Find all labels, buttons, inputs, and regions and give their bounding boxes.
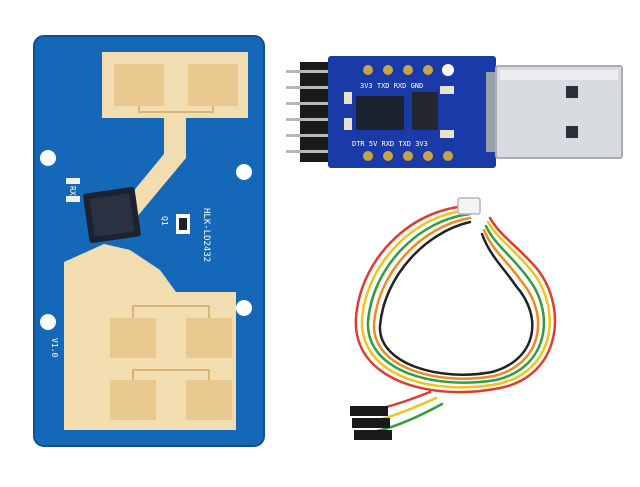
dupont-cable bbox=[350, 197, 557, 440]
dupont-connector bbox=[350, 406, 388, 416]
usb-uart-chip bbox=[356, 96, 404, 130]
dupont-connector bbox=[354, 430, 392, 440]
chip-marking: Q1 bbox=[160, 216, 169, 226]
antenna-pad bbox=[186, 380, 232, 420]
wire-green bbox=[366, 212, 546, 384]
version-marking: V1.0 bbox=[50, 338, 59, 357]
mounting-hole bbox=[236, 164, 252, 180]
rx-marking: RX bbox=[68, 186, 77, 196]
wire-yellow bbox=[360, 208, 551, 389]
antenna-pad bbox=[114, 64, 164, 106]
regulator bbox=[412, 92, 438, 130]
mounting-hole bbox=[40, 314, 56, 330]
usb-plug-window bbox=[566, 126, 578, 138]
radar-module: RX Q1 HLK-LD2432 V1.0 bbox=[33, 35, 265, 447]
mounting-hole bbox=[40, 150, 56, 166]
smd-component bbox=[66, 178, 80, 184]
wire-black bbox=[378, 220, 534, 376]
mounting-hole bbox=[236, 300, 252, 316]
usb-ttl-adapter: 3V3 TXD RXD GND DTR 5V RXD TXD 3V3 bbox=[286, 56, 623, 168]
antenna-pad bbox=[110, 380, 156, 420]
dupont-connector bbox=[352, 418, 390, 428]
antenna-pad bbox=[110, 318, 156, 358]
radar-chip bbox=[83, 187, 141, 243]
wire-red bbox=[354, 204, 557, 394]
top-connector bbox=[457, 197, 481, 215]
smd-component bbox=[66, 196, 80, 202]
wire-orange bbox=[372, 216, 540, 380]
antenna-pad bbox=[188, 64, 238, 106]
adapter-top-marking: 3V3 TXD RXD GND bbox=[360, 82, 423, 90]
usb-plug bbox=[486, 65, 623, 159]
antenna-pad bbox=[186, 318, 232, 358]
usb-plug-window bbox=[566, 86, 578, 98]
model-marking: HLK-LD2432 bbox=[201, 208, 211, 262]
pin-header bbox=[286, 62, 332, 162]
adapter-bottom-marking: DTR 5V RXD TXD 3V3 bbox=[352, 140, 428, 148]
transistor bbox=[176, 214, 190, 234]
